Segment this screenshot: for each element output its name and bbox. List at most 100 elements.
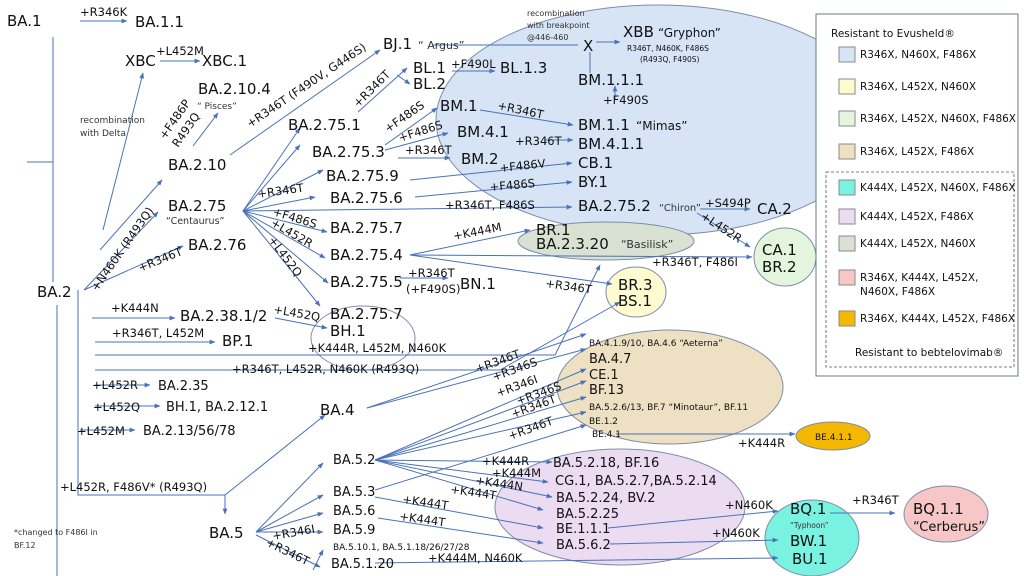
notes: recombination with Delta recombination w… (14, 9, 590, 550)
node-aeterna-row: BA.4.1.9/10, BA.4.6 “Aeterna” (589, 339, 723, 349)
node-ba2-38-1-2: BA.2.38.1/2 (180, 307, 267, 325)
node-ba2-75: BA.2.75 (168, 197, 226, 215)
node-cg1-row: CG.1, BA.5.2.7,BA.5.2.14 (555, 474, 717, 489)
mutation-label: +R346T, F486I (652, 255, 738, 269)
mutation-label: +L452Q (272, 302, 321, 324)
mutation-label: +F486V (499, 156, 546, 175)
legend-item-label: R346X, L452X, N460X, F486X (860, 113, 1016, 125)
node-xbb: XBB (623, 23, 654, 41)
legend-swatch (838, 78, 856, 95)
node-ba2-10-4: BA.2.10.4 (198, 80, 271, 98)
group-be411 (795, 421, 871, 451)
node-ba5-9: BA.5.9 (333, 523, 375, 538)
node-bu1: BU.1 (792, 550, 828, 568)
node-bm1-1-1: BM.1.1.1 (578, 71, 644, 89)
node-bl1: BL.1 (413, 59, 446, 77)
legend-swatch (838, 46, 856, 63)
mutation-label: +K444R, L452M, N460K (308, 341, 447, 355)
node-ba4: BA.4 (320, 401, 355, 419)
node-bw1: BW.1 (790, 532, 827, 550)
legend-swatch (838, 310, 856, 327)
mutation-label: +F490L (451, 57, 496, 71)
mutation-label: +K444T (402, 492, 451, 512)
node-bn1: BN.1 (460, 275, 496, 293)
legend-item-label: R346X, L452X, F486X (860, 146, 974, 158)
node-bm2: BM.2 (461, 150, 499, 168)
mutation-label: +N460K (725, 498, 773, 512)
node-ba2-75-3: BA.2.75.3 (312, 143, 385, 161)
node-br2: BR.2 (762, 258, 797, 276)
node-xbc-1: XBC.1 (202, 52, 247, 70)
mutation-label: +K444R (482, 454, 529, 468)
node-x: X (583, 37, 593, 55)
node-ce1: CE.1 (589, 368, 619, 383)
mutation-label: +R346T (136, 244, 185, 275)
node-ba2-76: BA.2.76 (188, 236, 246, 254)
node-ca1: CA.1 (762, 241, 797, 259)
node-ba2: BA.2 (37, 283, 72, 301)
footnote-2: BF.12 (14, 541, 36, 550)
mutation-label: (+F490S) (406, 282, 460, 296)
legend-swatch (838, 179, 856, 196)
node-ba2-75-7-b: BA.2.75.7 (330, 305, 403, 323)
name-basilisk: “Basilisk” (621, 238, 673, 251)
node-ba5-1-20: BA.5.1.20 (331, 557, 394, 572)
node-be4-1-1: BE.4.1.1 (815, 433, 853, 443)
legend-item-label: N460X, F486X (860, 286, 935, 298)
node-bm4-1: BM.4.1 (457, 123, 509, 141)
legend-item-label: R346X, N460X, F486X (860, 49, 976, 61)
node-bh1-ba2-12-1: BH.1, BA.2.12.1 (166, 400, 268, 415)
legend-swatch (838, 269, 856, 286)
name-gryphon: “Gryphon” (658, 26, 721, 40)
node-bq1-1: BQ.1.1 (913, 500, 964, 518)
node-ba2-75-4: BA.2.75.4 (330, 246, 403, 264)
name-chiron: “Chiron” (659, 203, 701, 214)
name-cerberus: “Cerberus” (913, 520, 985, 535)
note-recomb-breakpoint-3: @446-460 (527, 33, 568, 42)
group-basilisk (517, 221, 695, 261)
node-be1-2: BE.1.2 (589, 417, 618, 427)
group-br3-bs1 (605, 266, 667, 318)
mutation-label: +F486S (489, 176, 536, 194)
node-xbc: XBC (125, 52, 156, 70)
node-be1-1-1: BE.1.1.1 (556, 522, 610, 537)
mutation-label: +K444M (452, 220, 503, 243)
mutation-label: +R346T (408, 266, 456, 280)
mutation-label: +R346T, L452R, N460K (R493Q) (232, 362, 419, 376)
mutation-label: +K444R (738, 436, 785, 450)
node-bp1: BP.1 (222, 332, 253, 350)
node-ba5-2-25: BA.5.2.25 (556, 507, 619, 522)
mutation-label: +L452R (92, 378, 138, 392)
legend-item-label: R346X, L452X, N460X (860, 81, 976, 93)
node-ba1-1: BA.1.1 (135, 13, 184, 31)
mutation-label: +R346T, L452M (112, 326, 204, 340)
note-recomb-breakpoint-2: with breakpoint (527, 21, 590, 30)
name-centaurus: “Centaurus” (166, 216, 225, 227)
legend-swatch (838, 143, 856, 160)
name-argus: “ Argus” (418, 39, 464, 52)
legend-swatch (838, 235, 856, 252)
node-minotaur-row: BA.5.2.6/13, BF.7 “Minotaur”, BF.11 (589, 403, 748, 413)
group-cyan-bq1 (764, 499, 860, 576)
mutation-label: +R346T (852, 493, 900, 507)
node-bj1: BJ.1 (383, 35, 412, 53)
node-br1: BR.1 (536, 221, 571, 239)
node-cb1: CB.1 (578, 154, 613, 172)
node-ba5-2: BA.5.2 (333, 453, 375, 468)
legend-swatch (838, 110, 856, 127)
node-ba2-75-5: BA.2.75.5 (330, 273, 403, 291)
mutation-label: +K444M, N460K (428, 551, 523, 565)
mutation-label: +L452M (77, 424, 125, 438)
mutation-label: +K444T (399, 509, 448, 529)
xbb-mutations-2: (R493Q, F490S) (640, 55, 700, 64)
node-bf13: BF.13 (589, 383, 624, 398)
group-tan-ba4-ba5 (556, 329, 784, 445)
mutation-label: +R346T (515, 134, 563, 148)
mutation-label: +R346T (405, 143, 453, 157)
note-recomb-delta-2: with Delta (80, 129, 126, 139)
mutation-label: +L452M (156, 44, 204, 58)
legend: Resistant to Evusheld® R346X, N460X, F48… (815, 13, 1019, 377)
node-ba2-75-1: BA.2.75.1 (288, 116, 361, 134)
mutation-label: +K444M (492, 466, 541, 480)
legend-footer: Resistant to bebtelovimab® (855, 347, 1003, 359)
